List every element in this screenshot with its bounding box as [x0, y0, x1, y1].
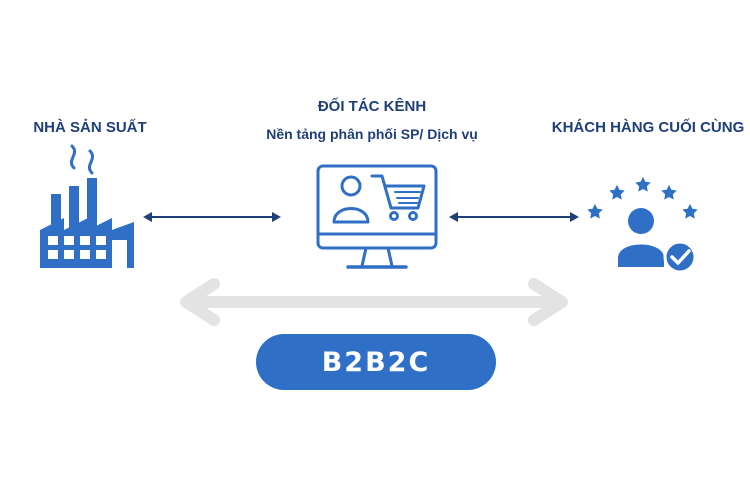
- factory-icon: [40, 144, 134, 268]
- partner-customer-arrow: [449, 212, 579, 222]
- b2b2c-badge: B2B2C: [256, 334, 496, 390]
- manufacturer-partner-arrow: [143, 212, 281, 222]
- customer-label: KHÁCH HÀNG CUỐI CÙNG: [551, 119, 745, 136]
- b2b2c-flow-arrow: [180, 278, 568, 326]
- customer-rating-icon: [587, 176, 698, 274]
- b2b2c-label: B2B2C: [321, 346, 431, 378]
- partner-title: ĐỐI TÁC KÊNH: [317, 98, 427, 115]
- computer-shopping-cart-icon: [316, 164, 438, 269]
- manufacturer-label: NHÀ SẢN SUẤT: [33, 119, 147, 136]
- partner-subtitle: Nền tảng phân phối SP/ Dịch vụ: [266, 126, 478, 142]
